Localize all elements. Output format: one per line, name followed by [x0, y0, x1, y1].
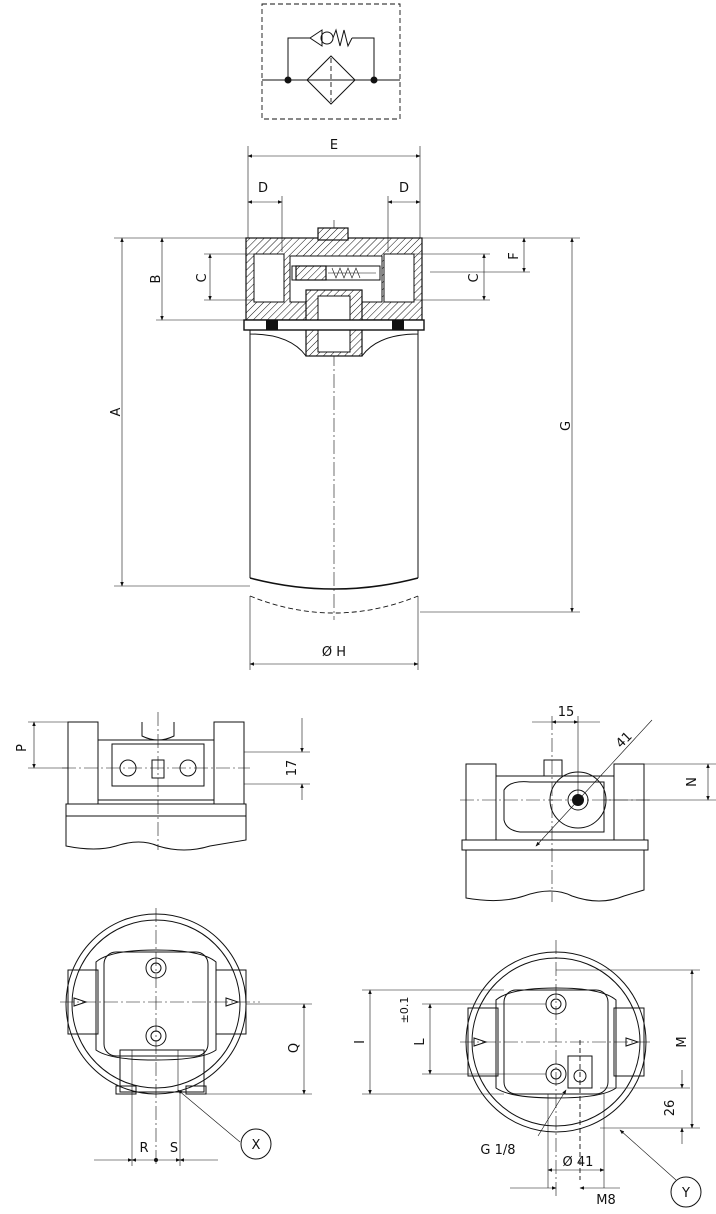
- dim-G-label: G: [559, 421, 574, 431]
- side-view-left: P 17: [15, 712, 310, 851]
- spring-icon: [332, 28, 353, 48]
- dim-N-label: N: [685, 777, 700, 787]
- dim-B-label: B: [149, 275, 164, 284]
- front-view: E D D A B C C F G: [109, 138, 580, 670]
- filter-diamond-icon: [306, 55, 356, 105]
- thread-M8-label: M8: [596, 1193, 616, 1208]
- dim-S-label: S: [170, 1141, 178, 1156]
- dim-Q-label: Q: [287, 1043, 302, 1053]
- dim-41-label: 41: [613, 729, 635, 751]
- side-view-right: 41 15 N: [460, 705, 716, 902]
- bottom-view-right: I L ±0.1 M 26 G 1/8 Ø 41 M8 Y: [353, 940, 702, 1208]
- dim-R-label: R: [139, 1141, 148, 1156]
- detail-Y-label: Y: [681, 1186, 690, 1201]
- detail-X-circle: [240, 1128, 272, 1160]
- dim-I-label: I: [353, 1040, 368, 1044]
- dim-15-label: 15: [558, 705, 575, 720]
- dim-M-label: M: [675, 1036, 690, 1047]
- dim-F-label: F: [507, 252, 522, 259]
- detail-X-label: X: [252, 1138, 261, 1153]
- dim-D-left-label: D: [258, 181, 268, 196]
- dim-A-label: A: [109, 407, 124, 416]
- symbol-frame: [261, 3, 401, 120]
- dim-17-label: 17: [285, 760, 300, 777]
- dim-L-tolerance: ±0.1: [398, 997, 411, 1024]
- dim-C-right-label: C: [467, 273, 482, 282]
- dim-E-label: E: [330, 138, 338, 153]
- thread-G18-label: G 1/8: [480, 1143, 515, 1158]
- dim-L-label: L: [413, 1038, 428, 1046]
- detail-Y-circle: [670, 1176, 702, 1208]
- dim-26-label: 26: [663, 1100, 678, 1117]
- dim-diam41-label: Ø 41: [563, 1155, 594, 1170]
- dim-H-label: Ø H: [322, 645, 346, 660]
- dim-P-label: P: [15, 744, 30, 752]
- dim-D-right-label: D: [399, 181, 409, 196]
- hydraulic-filter-symbol: [261, 3, 401, 120]
- bottom-view-left: Q R S X: [60, 908, 312, 1166]
- dim-C-left-label: C: [195, 273, 210, 282]
